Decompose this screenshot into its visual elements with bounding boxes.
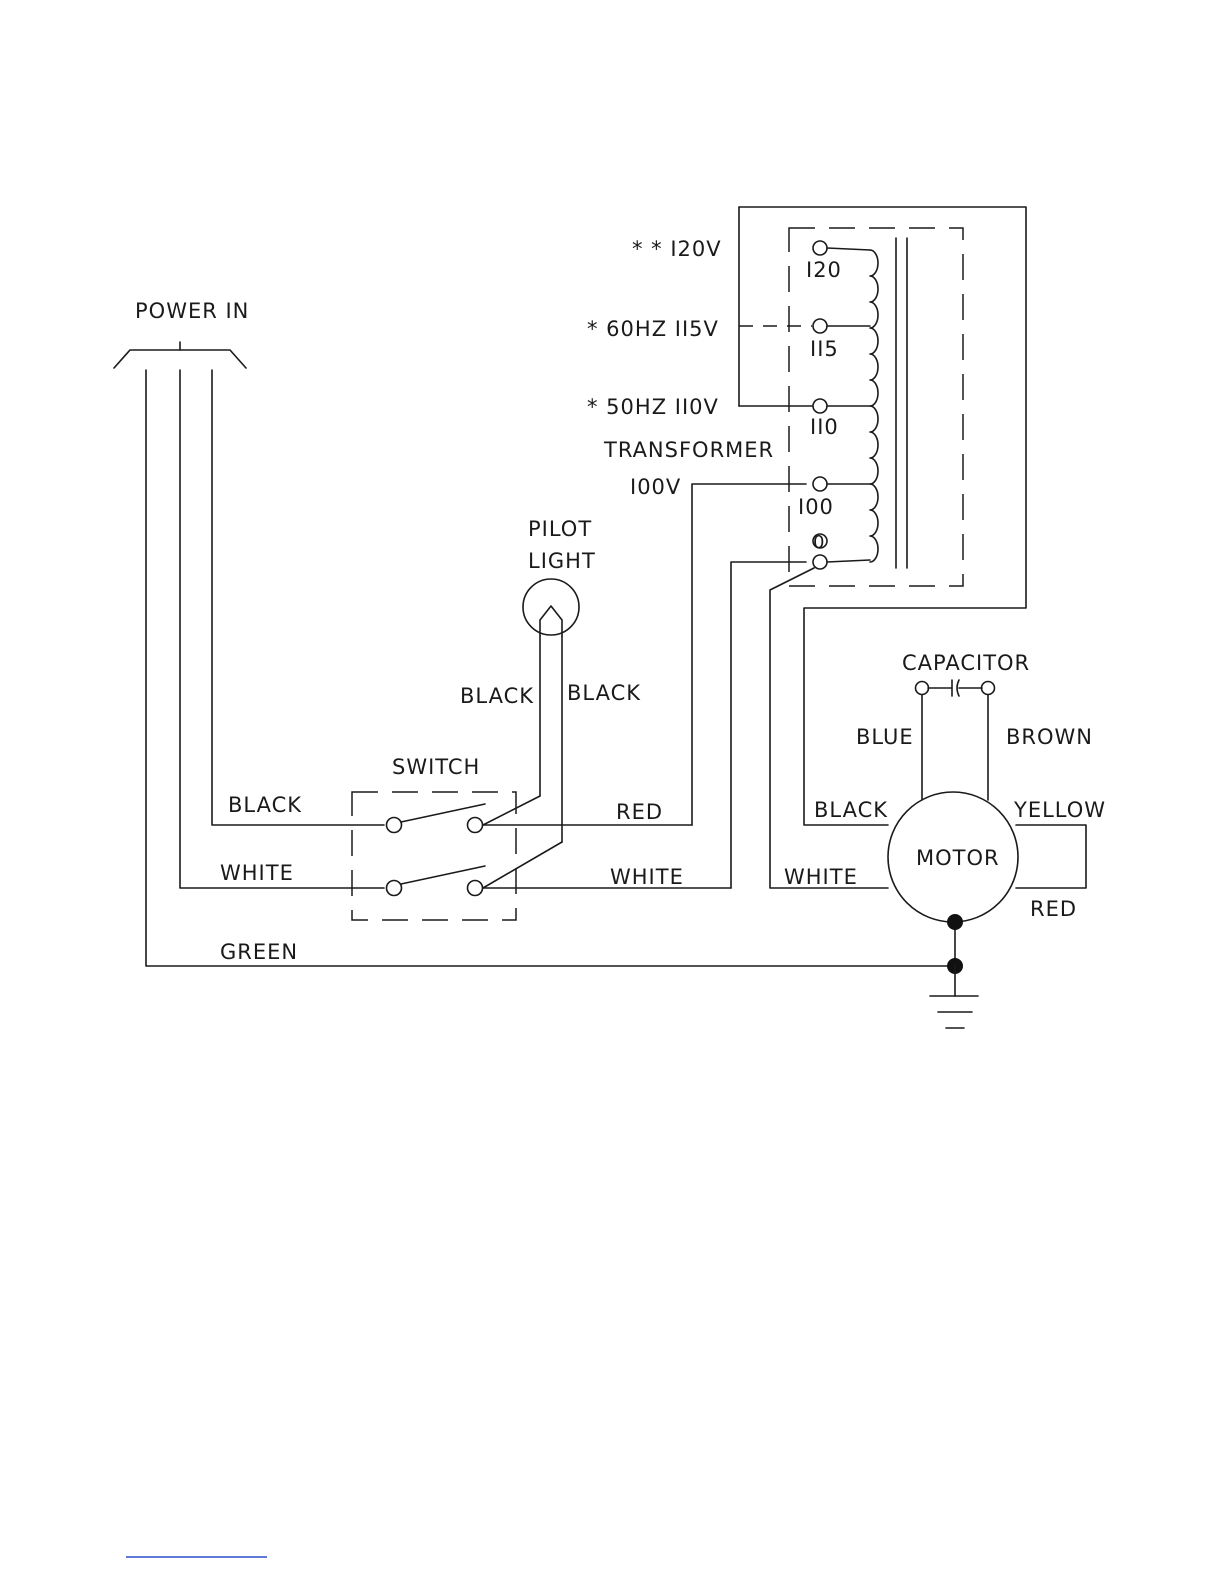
label-wire-green: GREEN bbox=[220, 940, 298, 964]
label-transformer: TRANSFORMER bbox=[603, 438, 774, 462]
label-term-0: 0 bbox=[813, 532, 825, 553]
ground-symbol bbox=[930, 966, 978, 1028]
label-tap-100v: I00V bbox=[630, 475, 681, 499]
label-capacitor: CAPACITOR bbox=[902, 651, 1030, 675]
label-pilot: PILOT bbox=[528, 517, 592, 541]
label-term-100: I00 bbox=[798, 495, 834, 519]
label-wire-red: RED bbox=[616, 800, 663, 824]
switch bbox=[352, 792, 516, 920]
label-motor: MOTOR bbox=[916, 846, 1000, 870]
capacitor bbox=[916, 680, 995, 800]
label-term-110: II0 bbox=[810, 415, 839, 439]
label-power-in: POWER IN bbox=[135, 299, 249, 323]
label-wire-blue: BLUE bbox=[856, 725, 914, 749]
label-wire-white-out: WHITE bbox=[610, 865, 684, 889]
label-term-120: I20 bbox=[806, 258, 842, 282]
label-pilot-black-left: BLACK bbox=[460, 684, 534, 708]
label-motor-white: WHITE bbox=[784, 865, 858, 889]
label-wire-brown: BROWN bbox=[1006, 725, 1093, 749]
label-motor-black: BLACK bbox=[814, 798, 888, 822]
label-wire-white-in: WHITE bbox=[220, 861, 294, 885]
label-term-115: II5 bbox=[810, 337, 839, 361]
label-tap-120v: * * I20V bbox=[632, 237, 722, 261]
label-light: LIGHT bbox=[528, 549, 596, 573]
transformer bbox=[739, 207, 1026, 888]
label-motor-red: RED bbox=[1030, 897, 1077, 921]
label-tap-115v: * 60HZ II5V bbox=[587, 317, 719, 341]
power-in-plug bbox=[114, 342, 246, 368]
label-motor-yellow: YELLOW bbox=[1013, 798, 1106, 822]
label-switch: SWITCH bbox=[392, 755, 480, 779]
label-wire-black-in: BLACK bbox=[228, 793, 302, 817]
pilot-light bbox=[523, 579, 579, 842]
label-tap-110v: * 50HZ II0V bbox=[587, 395, 719, 419]
label-pilot-black-right: BLACK bbox=[567, 681, 641, 705]
